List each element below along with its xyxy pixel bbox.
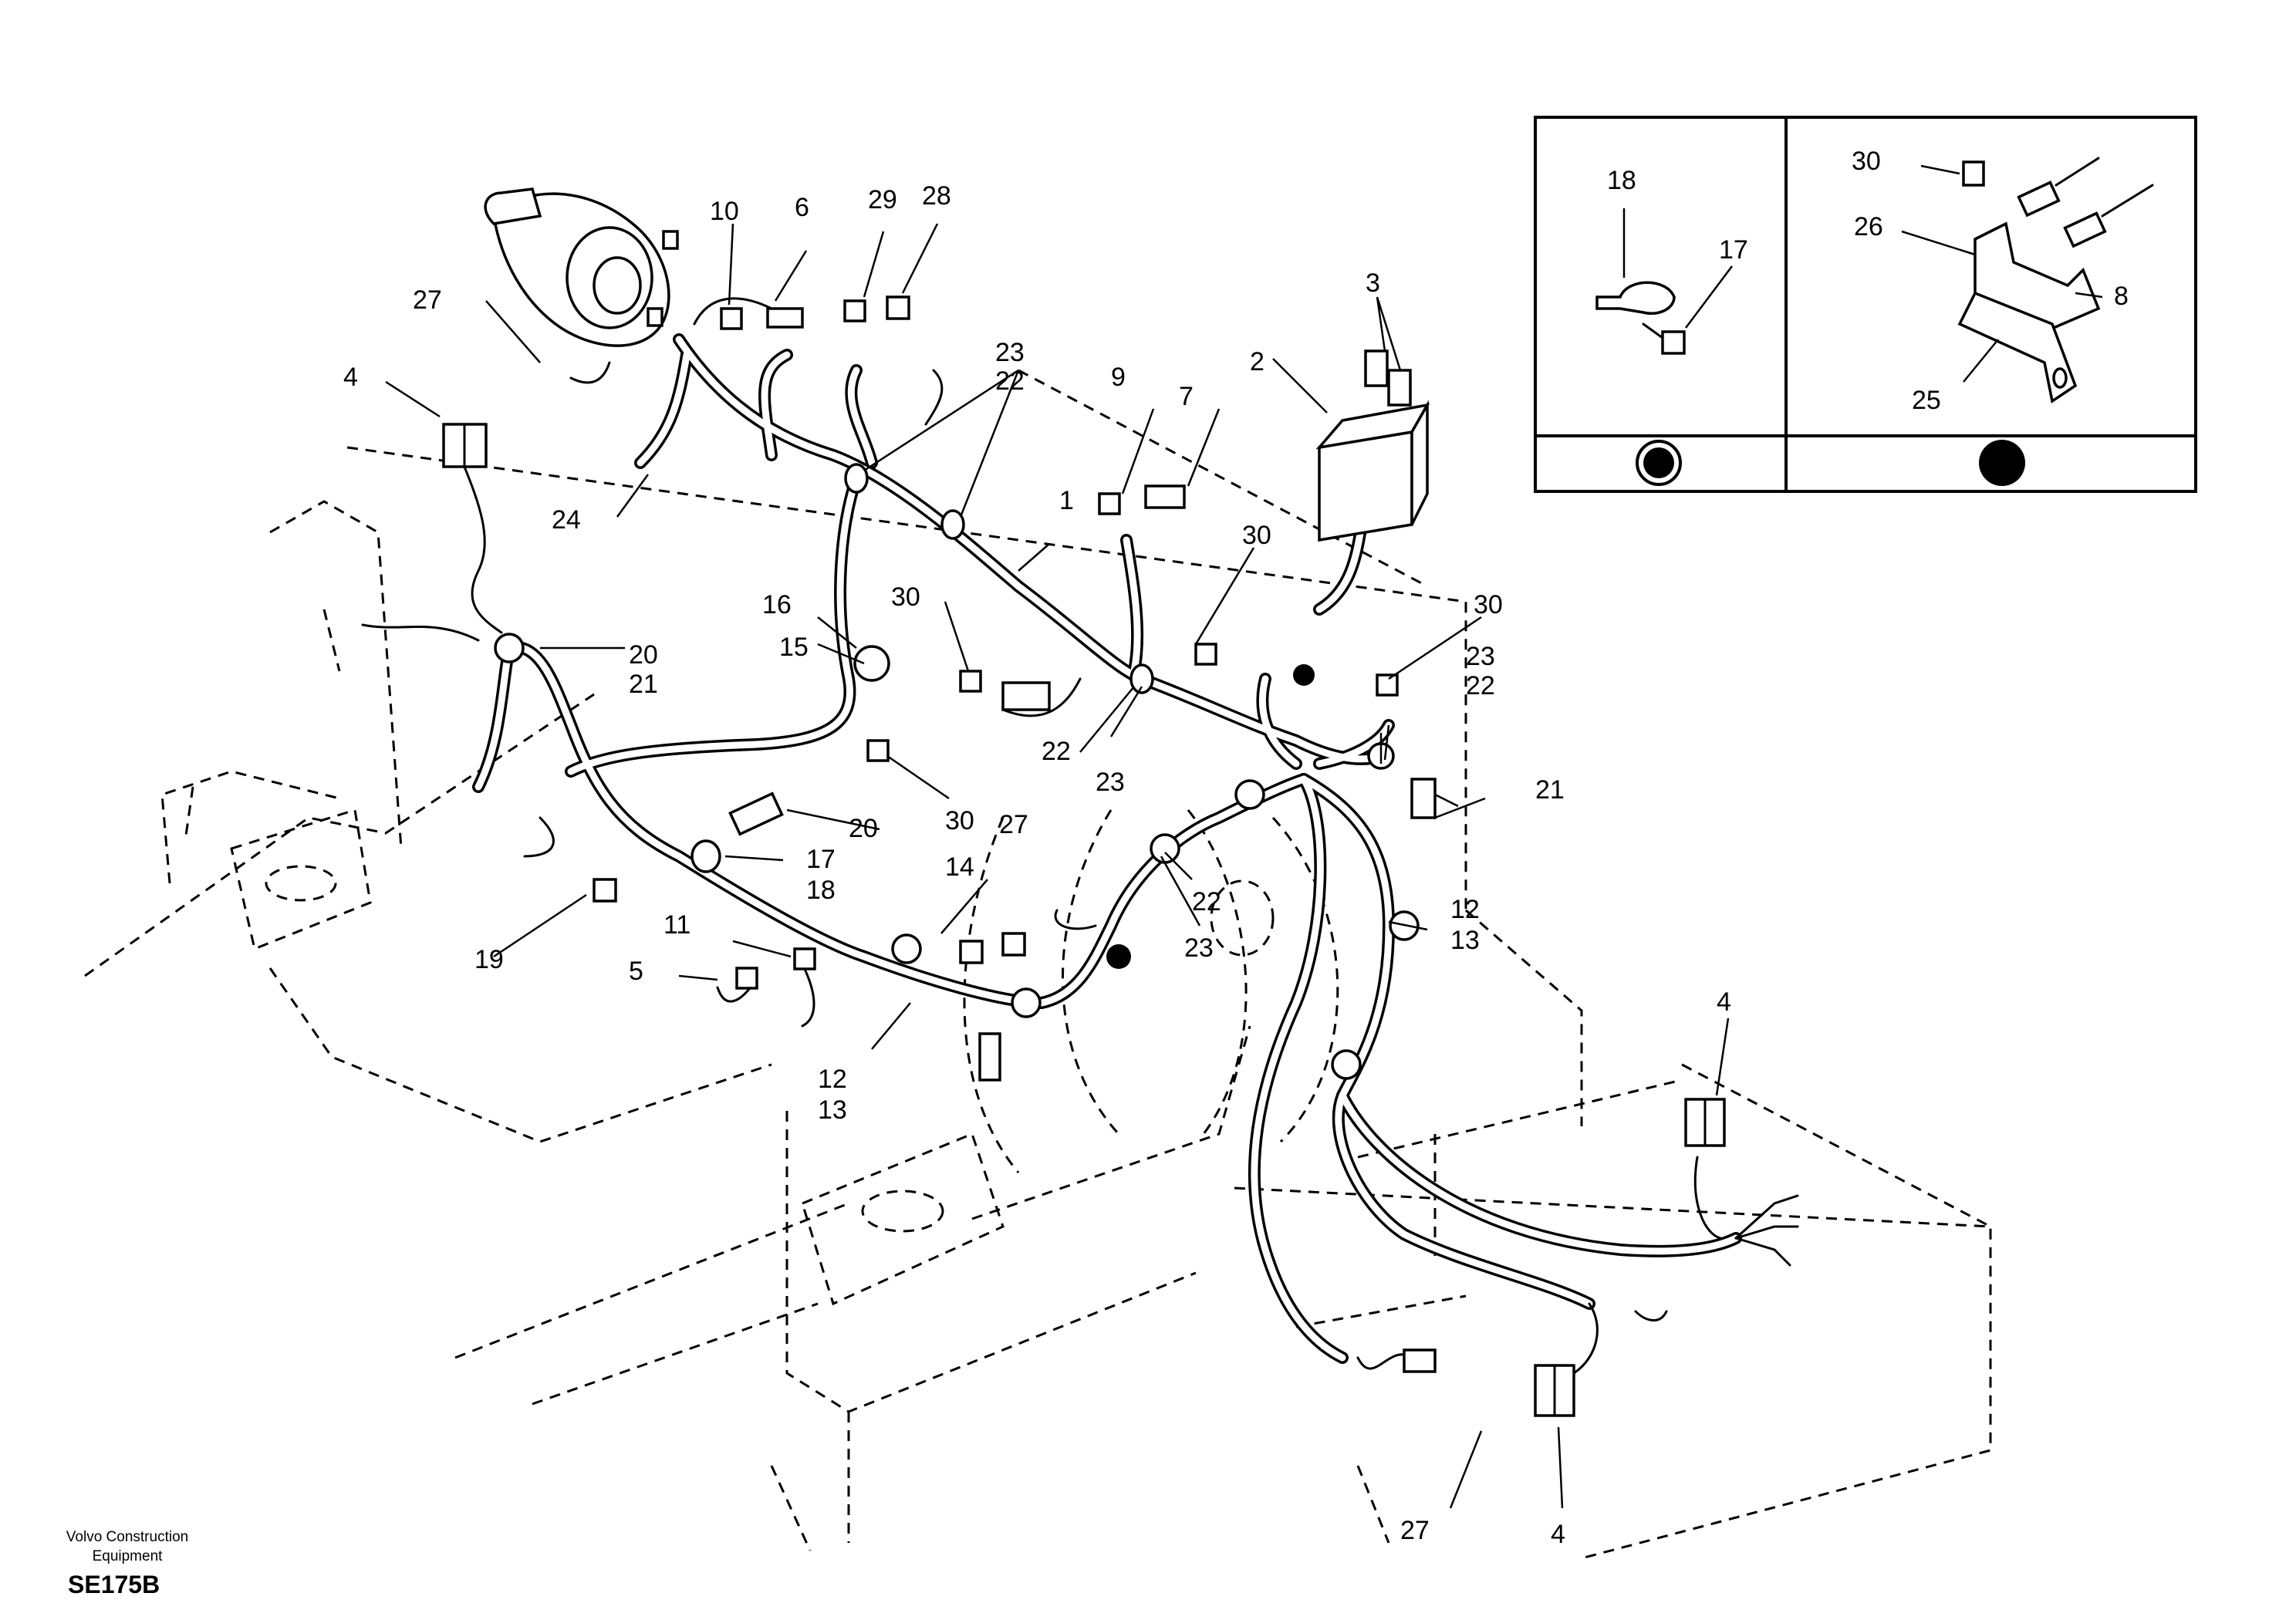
callout-22-mid: 22 bbox=[1042, 737, 1071, 766]
callout-labels: 1 2 3 4 4 4 5 6 7 9 10 11 12 13 12 13 14… bbox=[343, 181, 1731, 1549]
callout-20-upper: 20 bbox=[629, 640, 658, 670]
callout-16: 16 bbox=[762, 590, 792, 619]
callout-3: 3 bbox=[1366, 268, 1380, 298]
callout-22-right: 22 bbox=[1466, 671, 1495, 700]
callout-30-left: 30 bbox=[891, 582, 920, 612]
callout-15: 15 bbox=[779, 633, 809, 662]
callout-27-mid: 27 bbox=[999, 810, 1028, 839]
callout-21-right: 21 bbox=[1535, 775, 1565, 805]
detail-inset: 18 17 30 26 8 25 bbox=[1534, 116, 2197, 493]
callout-19: 19 bbox=[474, 945, 504, 974]
callout-23-mid: 23 bbox=[1096, 768, 1125, 797]
callout-22-top: 22 bbox=[995, 366, 1025, 396]
connectors bbox=[442, 307, 1726, 1417]
callout-9: 9 bbox=[1111, 363, 1126, 392]
callout-22-center: 22 bbox=[1192, 887, 1221, 916]
callout-30-center: 30 bbox=[1242, 521, 1271, 550]
callout-23-top: 23 bbox=[995, 338, 1025, 367]
callout-4-bottom: 4 bbox=[1551, 1520, 1565, 1549]
callout-13-lower: 13 bbox=[818, 1095, 847, 1125]
callout-13-right: 13 bbox=[1450, 926, 1480, 955]
frame-outline bbox=[84, 369, 1992, 1560]
callout-4-left: 4 bbox=[343, 363, 358, 392]
callout-30-right: 30 bbox=[1474, 590, 1503, 619]
callout-23-right: 23 bbox=[1466, 642, 1495, 671]
callout-2: 2 bbox=[1250, 347, 1264, 376]
clamps bbox=[494, 463, 1420, 1080]
inset-callout-30: 30 bbox=[1852, 147, 1881, 176]
callout-17: 17 bbox=[806, 845, 836, 874]
manufacturer-label: Volvo Construction Equipment bbox=[66, 1529, 189, 1564]
branch-wires bbox=[361, 297, 1799, 1375]
callout-12-right: 12 bbox=[1450, 895, 1480, 924]
callout-11: 11 bbox=[663, 910, 690, 940]
inset-callout-18: 18 bbox=[1607, 166, 1636, 195]
callout-1: 1 bbox=[1059, 486, 1074, 515]
callout-24: 24 bbox=[552, 505, 581, 535]
callout-28: 28 bbox=[922, 181, 951, 211]
callout-29: 29 bbox=[868, 185, 897, 214]
inset-bracket-detail: 30 26 8 25 bbox=[1852, 147, 2154, 486]
callout-10: 10 bbox=[710, 197, 739, 226]
alternator bbox=[484, 187, 679, 347]
filled-circle-marker bbox=[1979, 440, 2025, 486]
inset-callout-26: 26 bbox=[1854, 212, 1883, 241]
callout-27-bottom: 27 bbox=[1400, 1516, 1430, 1545]
inset-callout-8: 8 bbox=[2114, 282, 2129, 311]
callout-12-lower: 12 bbox=[818, 1065, 847, 1094]
figure-code: SE175B bbox=[68, 1571, 160, 1598]
callout-6: 6 bbox=[795, 193, 809, 222]
callout-5: 5 bbox=[629, 957, 643, 986]
relay-2 bbox=[1315, 349, 1430, 542]
callout-4-right: 4 bbox=[1717, 987, 1731, 1017]
callout-14: 14 bbox=[945, 852, 974, 882]
callout-27-top: 27 bbox=[413, 285, 442, 315]
callout-18: 18 bbox=[806, 876, 836, 905]
inset-clamp-detail: 18 17 bbox=[1595, 166, 1748, 486]
inset-callout-17: 17 bbox=[1719, 235, 1748, 265]
callout-23-center: 23 bbox=[1184, 933, 1214, 963]
callout-21-upper: 21 bbox=[629, 670, 658, 699]
callout-30-bottom: 30 bbox=[945, 806, 974, 835]
callout-20-lower: 20 bbox=[849, 814, 878, 843]
inset-callout-25: 25 bbox=[1912, 386, 1941, 415]
leader-lines bbox=[385, 223, 1730, 1509]
callout-7: 7 bbox=[1179, 382, 1194, 411]
